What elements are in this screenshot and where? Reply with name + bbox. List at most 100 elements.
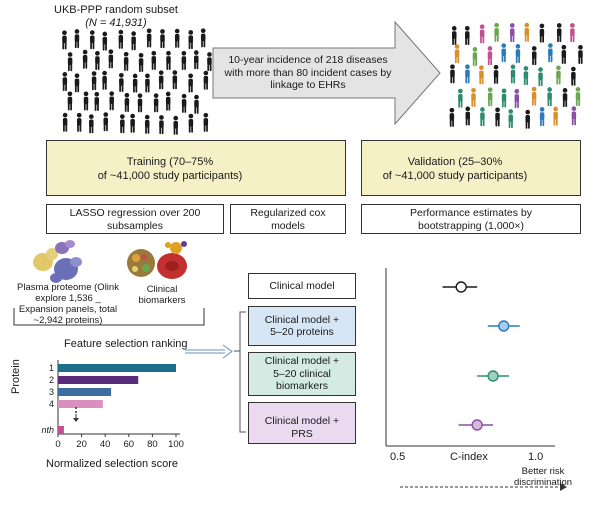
person-icon <box>458 88 463 108</box>
person-icon <box>454 44 460 64</box>
person-icon <box>173 115 179 135</box>
person-icon <box>165 91 171 111</box>
cindex-point <box>471 419 483 431</box>
person-icon <box>181 50 187 70</box>
arrow-text: 10-year incidence of 218 diseases with m… <box>224 54 392 91</box>
ranking-category-label: 2 <box>48 375 54 385</box>
person-icon <box>501 88 507 108</box>
person-icon <box>493 64 499 84</box>
person-icon <box>74 73 80 93</box>
person-icon <box>188 30 194 50</box>
person-icon <box>188 113 194 133</box>
model-label: Clinical model + <box>264 355 340 368</box>
person-icon <box>131 31 136 51</box>
ranking-bar <box>58 376 139 384</box>
better-discrimination-label: Better risk discrimination <box>513 466 573 488</box>
perf-box: Performance estimates by bootstrapping (… <box>361 204 581 234</box>
person-icon <box>138 52 144 72</box>
ranking-category-label: 4 <box>48 399 54 409</box>
cindex-forest-plot <box>442 281 520 431</box>
ranking-tick-label: 60 <box>123 439 135 450</box>
person-icon <box>144 114 150 134</box>
person-icon <box>181 93 187 113</box>
perf-text: Performance estimates by bootstrapping (… <box>410 207 532 232</box>
cindex-point <box>455 281 467 293</box>
person-icon <box>123 51 129 71</box>
training-line2: of ~41,000 study participants) <box>97 170 243 182</box>
validation-line2: of ~41,000 study participants) <box>382 170 528 182</box>
person-icon <box>575 87 581 107</box>
person-icon <box>67 52 73 72</box>
ranking-tick-label: 100 <box>168 439 184 450</box>
person-icon <box>471 87 476 107</box>
person-icon <box>562 88 568 108</box>
training-line1: Training (70–75% <box>126 156 214 168</box>
person-icon <box>95 50 100 70</box>
person-icon <box>501 43 507 63</box>
person-icon <box>547 43 553 63</box>
person-icon <box>120 114 125 134</box>
cox-box: Regularized cox models <box>230 204 346 234</box>
proteome-label: Plasma proteome (Olink explore 1,536 _ E… <box>17 282 119 326</box>
person-icon <box>538 67 543 87</box>
population-crowd <box>62 28 212 135</box>
cohort-size: (N = 41,931) <box>85 17 147 29</box>
person-icon <box>547 87 552 107</box>
person-icon <box>487 46 493 66</box>
person-icon <box>539 107 545 127</box>
ranking-tick-label: 80 <box>147 439 158 450</box>
person-icon <box>160 29 165 49</box>
model-label: PRS <box>291 427 313 440</box>
training-box <box>46 140 346 196</box>
person-icon <box>62 72 68 92</box>
validation-line1: Validation (25–30% <box>407 156 503 168</box>
ellipsis-arrow-icon <box>73 407 79 422</box>
person-icon <box>188 73 193 93</box>
model-label: Clinical model + <box>264 313 340 326</box>
person-icon <box>514 89 520 109</box>
ranking-category-label: 3 <box>48 387 54 397</box>
person-icon <box>67 91 73 111</box>
person-icon <box>479 65 484 85</box>
person-icon <box>524 22 530 42</box>
person-icon <box>102 70 107 90</box>
ranking-axes <box>57 360 180 435</box>
cindex-point <box>487 370 499 382</box>
cindex-point <box>498 320 510 332</box>
lasso-text: LASSO regression over 200 subsamples <box>69 207 201 232</box>
cohort-title: UKB-PPP random subset <box>54 4 178 16</box>
ranking-bar <box>58 388 112 396</box>
person-icon <box>91 71 97 91</box>
person-icon <box>146 28 152 48</box>
person-icon <box>525 109 531 129</box>
person-icon <box>570 23 575 43</box>
ranking-tick-label: 0 <box>55 439 61 450</box>
person-icon <box>76 112 82 132</box>
person-icon <box>508 109 514 129</box>
model-label: Clinical model + <box>264 415 340 427</box>
ranking-bar <box>58 426 64 434</box>
person-icon <box>207 52 212 72</box>
person-icon <box>62 112 68 132</box>
ranking-to-models-arrow <box>185 344 233 359</box>
cindex-tick-high: 1.0 <box>528 451 544 463</box>
person-icon <box>83 91 89 111</box>
person-icon <box>571 106 577 126</box>
person-icon <box>194 94 199 114</box>
colored-crowd <box>449 22 583 129</box>
person-icon <box>103 112 109 132</box>
person-icon <box>118 29 124 49</box>
process-arrow <box>212 20 441 126</box>
person-icon <box>89 30 95 50</box>
person-icon <box>464 25 470 45</box>
better-discrimination-arrow <box>400 483 567 491</box>
person-icon <box>132 73 138 93</box>
ranking-bar <box>58 364 176 372</box>
person-icon <box>472 47 478 67</box>
ranking-bars <box>58 364 176 434</box>
person-icon <box>510 64 516 84</box>
person-icon <box>531 86 537 106</box>
cindex-tick-low: 0.5 <box>390 451 406 463</box>
cindex-xlabel: C-index <box>450 451 488 463</box>
person-icon <box>561 44 567 64</box>
